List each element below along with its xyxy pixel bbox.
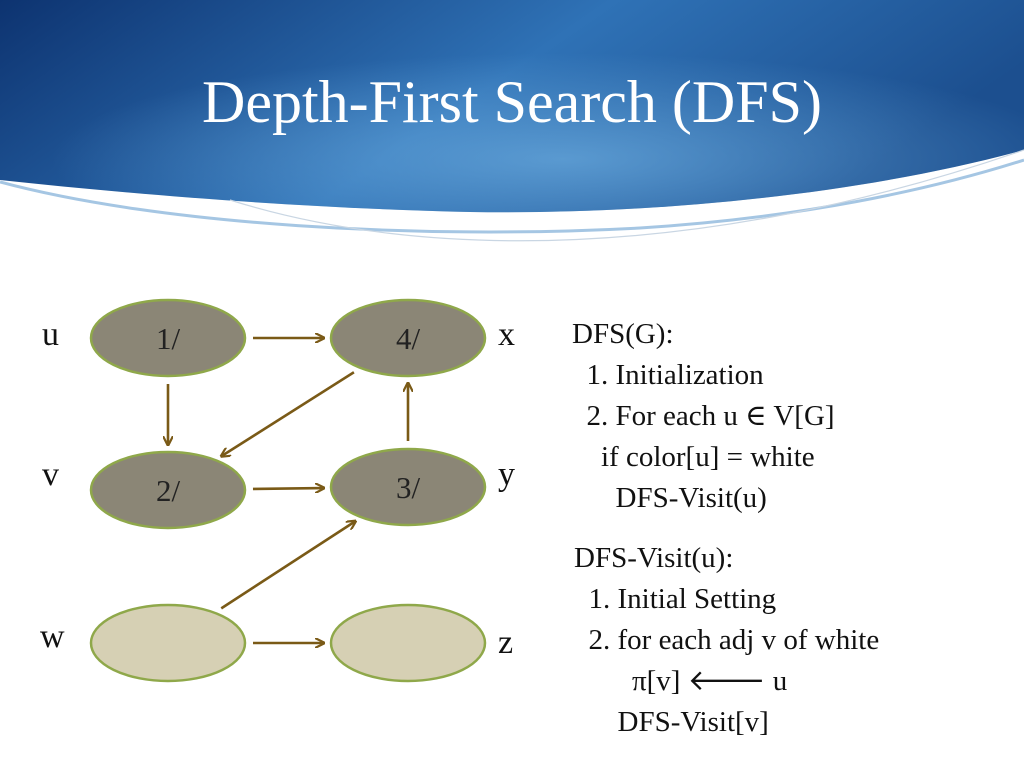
node-y-label: 3/ (396, 470, 421, 505)
vertex-name-x: x (498, 316, 515, 353)
dfs-pseudocode: DFS(G): 1. Initialization 2. For each u … (572, 314, 835, 519)
vertex-name-v: v (42, 456, 59, 493)
dfs-visit-line: π[v] 🡐 u (574, 665, 788, 697)
edge-w-y (220, 522, 354, 610)
dfs-visit-line: 2. for each adj v of white (574, 624, 880, 656)
node-y: 3/ (329, 447, 487, 527)
dfs-visit-line: DFS-Visit[v] (574, 706, 769, 738)
vertex-name-w: w (40, 618, 65, 655)
slide-title: Depth-First Search (DFS) (202, 69, 822, 135)
node-z (329, 603, 487, 683)
node-v-shape (89, 450, 247, 530)
node-w-shape (89, 603, 247, 683)
header-swoosh-thin (229, 149, 1024, 242)
dfs-visit-line: 1. Initial Setting (574, 583, 777, 615)
vertex-name-y: y (498, 456, 515, 493)
header-swoosh (0, 158, 1024, 234)
node-u-label: 1/ (156, 321, 181, 356)
header-glow (0, 0, 1024, 213)
dfs-line: if color[u] = white (572, 441, 815, 473)
node-v-label: 2/ (156, 473, 181, 508)
dfs-line: DFS-Visit(u) (572, 482, 767, 514)
node-x-label: 4/ (396, 321, 421, 356)
vertex-name-z: z (498, 624, 514, 661)
node-x-shape (329, 298, 487, 378)
node-y-shape (329, 447, 487, 527)
edge-x-v (222, 371, 355, 455)
dfs-line: DFS(G): (572, 318, 674, 350)
node-v: 2/ (89, 450, 247, 530)
node-u: 1/ (89, 298, 247, 378)
dfs-visit-pseudocode: DFS-Visit(u): 1. Initial Setting 2. for … (574, 538, 879, 743)
dfs-line: 1. Initialization (572, 359, 764, 391)
node-w (89, 603, 247, 683)
edge-v-y (252, 488, 323, 489)
node-u-shape (89, 298, 247, 378)
vertex-name-u: u (42, 316, 59, 353)
dfs-visit-line: DFS-Visit(u): (574, 542, 734, 574)
node-z-shape (329, 603, 487, 683)
node-x: 4/ (329, 298, 487, 378)
dfs-line: 2. For each u ∈ V[G] (572, 400, 835, 432)
